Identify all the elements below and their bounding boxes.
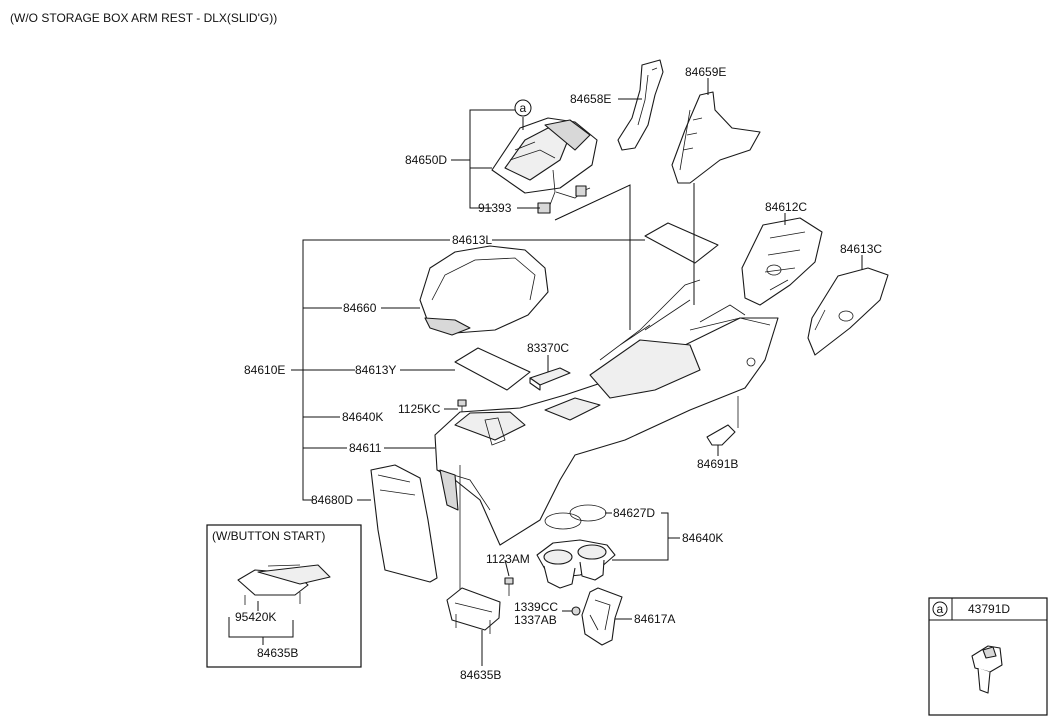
part-labels: 84659E 84658E 84650D 91393 84613L 84612C… <box>244 65 882 682</box>
label-84691B: 84691B <box>697 457 738 471</box>
part-bracket-84617A <box>581 587 623 646</box>
label-1123AM: 1123AM <box>486 552 530 566</box>
label-84613C: 84613C <box>840 242 882 256</box>
label-84610E: 84610E <box>244 363 285 377</box>
part-armrest-84660 <box>419 245 549 336</box>
label-91393: 91393 <box>478 201 512 215</box>
label-84635B-inset: 84635B <box>257 646 298 660</box>
callout-a-letter: a <box>520 101 527 115</box>
label-84612C: 84612C <box>765 200 807 214</box>
inset-title: (W/BUTTON START) <box>212 529 325 543</box>
label-1125KC: 1125KC <box>398 402 441 416</box>
part-panel-84612C <box>741 217 823 306</box>
part-harness-91393 <box>537 169 591 214</box>
label-84659E: 84659E <box>685 65 726 79</box>
label-84611: 84611 <box>349 441 382 455</box>
label-84660: 84660 <box>343 301 377 315</box>
part-bracket-84691B <box>706 396 739 446</box>
part-plate-83370C <box>529 367 571 391</box>
label-84613L: 84613L <box>452 233 492 247</box>
label-84640K-lower: 84640K <box>682 531 723 545</box>
inset-button-start: (W/BUTTON START) 95420K 84635B <box>206 524 362 668</box>
label-83370C: 83370C <box>527 341 569 355</box>
part-mat-84613Y <box>454 347 531 391</box>
part-panel-84659E <box>671 91 761 184</box>
label-1337AB: 1337AB <box>514 613 557 627</box>
label-84617A: 84617A <box>634 612 675 626</box>
callout-a: a <box>514 99 532 117</box>
part-rings-84627D <box>544 504 607 530</box>
label-84613Y: 84613Y <box>355 363 396 377</box>
part-panel-84658E <box>617 59 664 151</box>
part-nut-1339CC <box>571 606 581 616</box>
part-shift-cover-84650D <box>491 117 598 194</box>
inset-a-letter: a <box>937 602 944 616</box>
inset-43791D: a 43791D <box>928 597 1048 716</box>
label-84640K-upper: 84640K <box>342 410 383 424</box>
part-console-84611 <box>434 279 779 546</box>
label-84635B-center: 84635B <box>460 668 501 682</box>
label-1339CC: 1339CC <box>514 600 558 614</box>
label-84680D: 84680D <box>311 493 353 507</box>
part-screw-1123AM <box>504 577 514 596</box>
part-pad-84613L <box>644 222 719 264</box>
part-bracket-84635B-center <box>446 465 501 634</box>
diagram-title: (W/O STORAGE BOX ARM REST - DLX(SLID'G)) <box>10 11 277 25</box>
leader-lines <box>291 78 863 666</box>
part-cover-84680D <box>370 464 438 583</box>
part-cupholder-84640K <box>536 539 616 589</box>
part-panel-84613C <box>807 267 889 356</box>
label-84658E: 84658E <box>570 92 611 106</box>
label-84650D: 84650D <box>405 153 447 167</box>
label-43791D: 43791D <box>968 602 1010 616</box>
label-84627D: 84627D <box>613 506 655 520</box>
label-95420K: 95420K <box>235 610 276 624</box>
